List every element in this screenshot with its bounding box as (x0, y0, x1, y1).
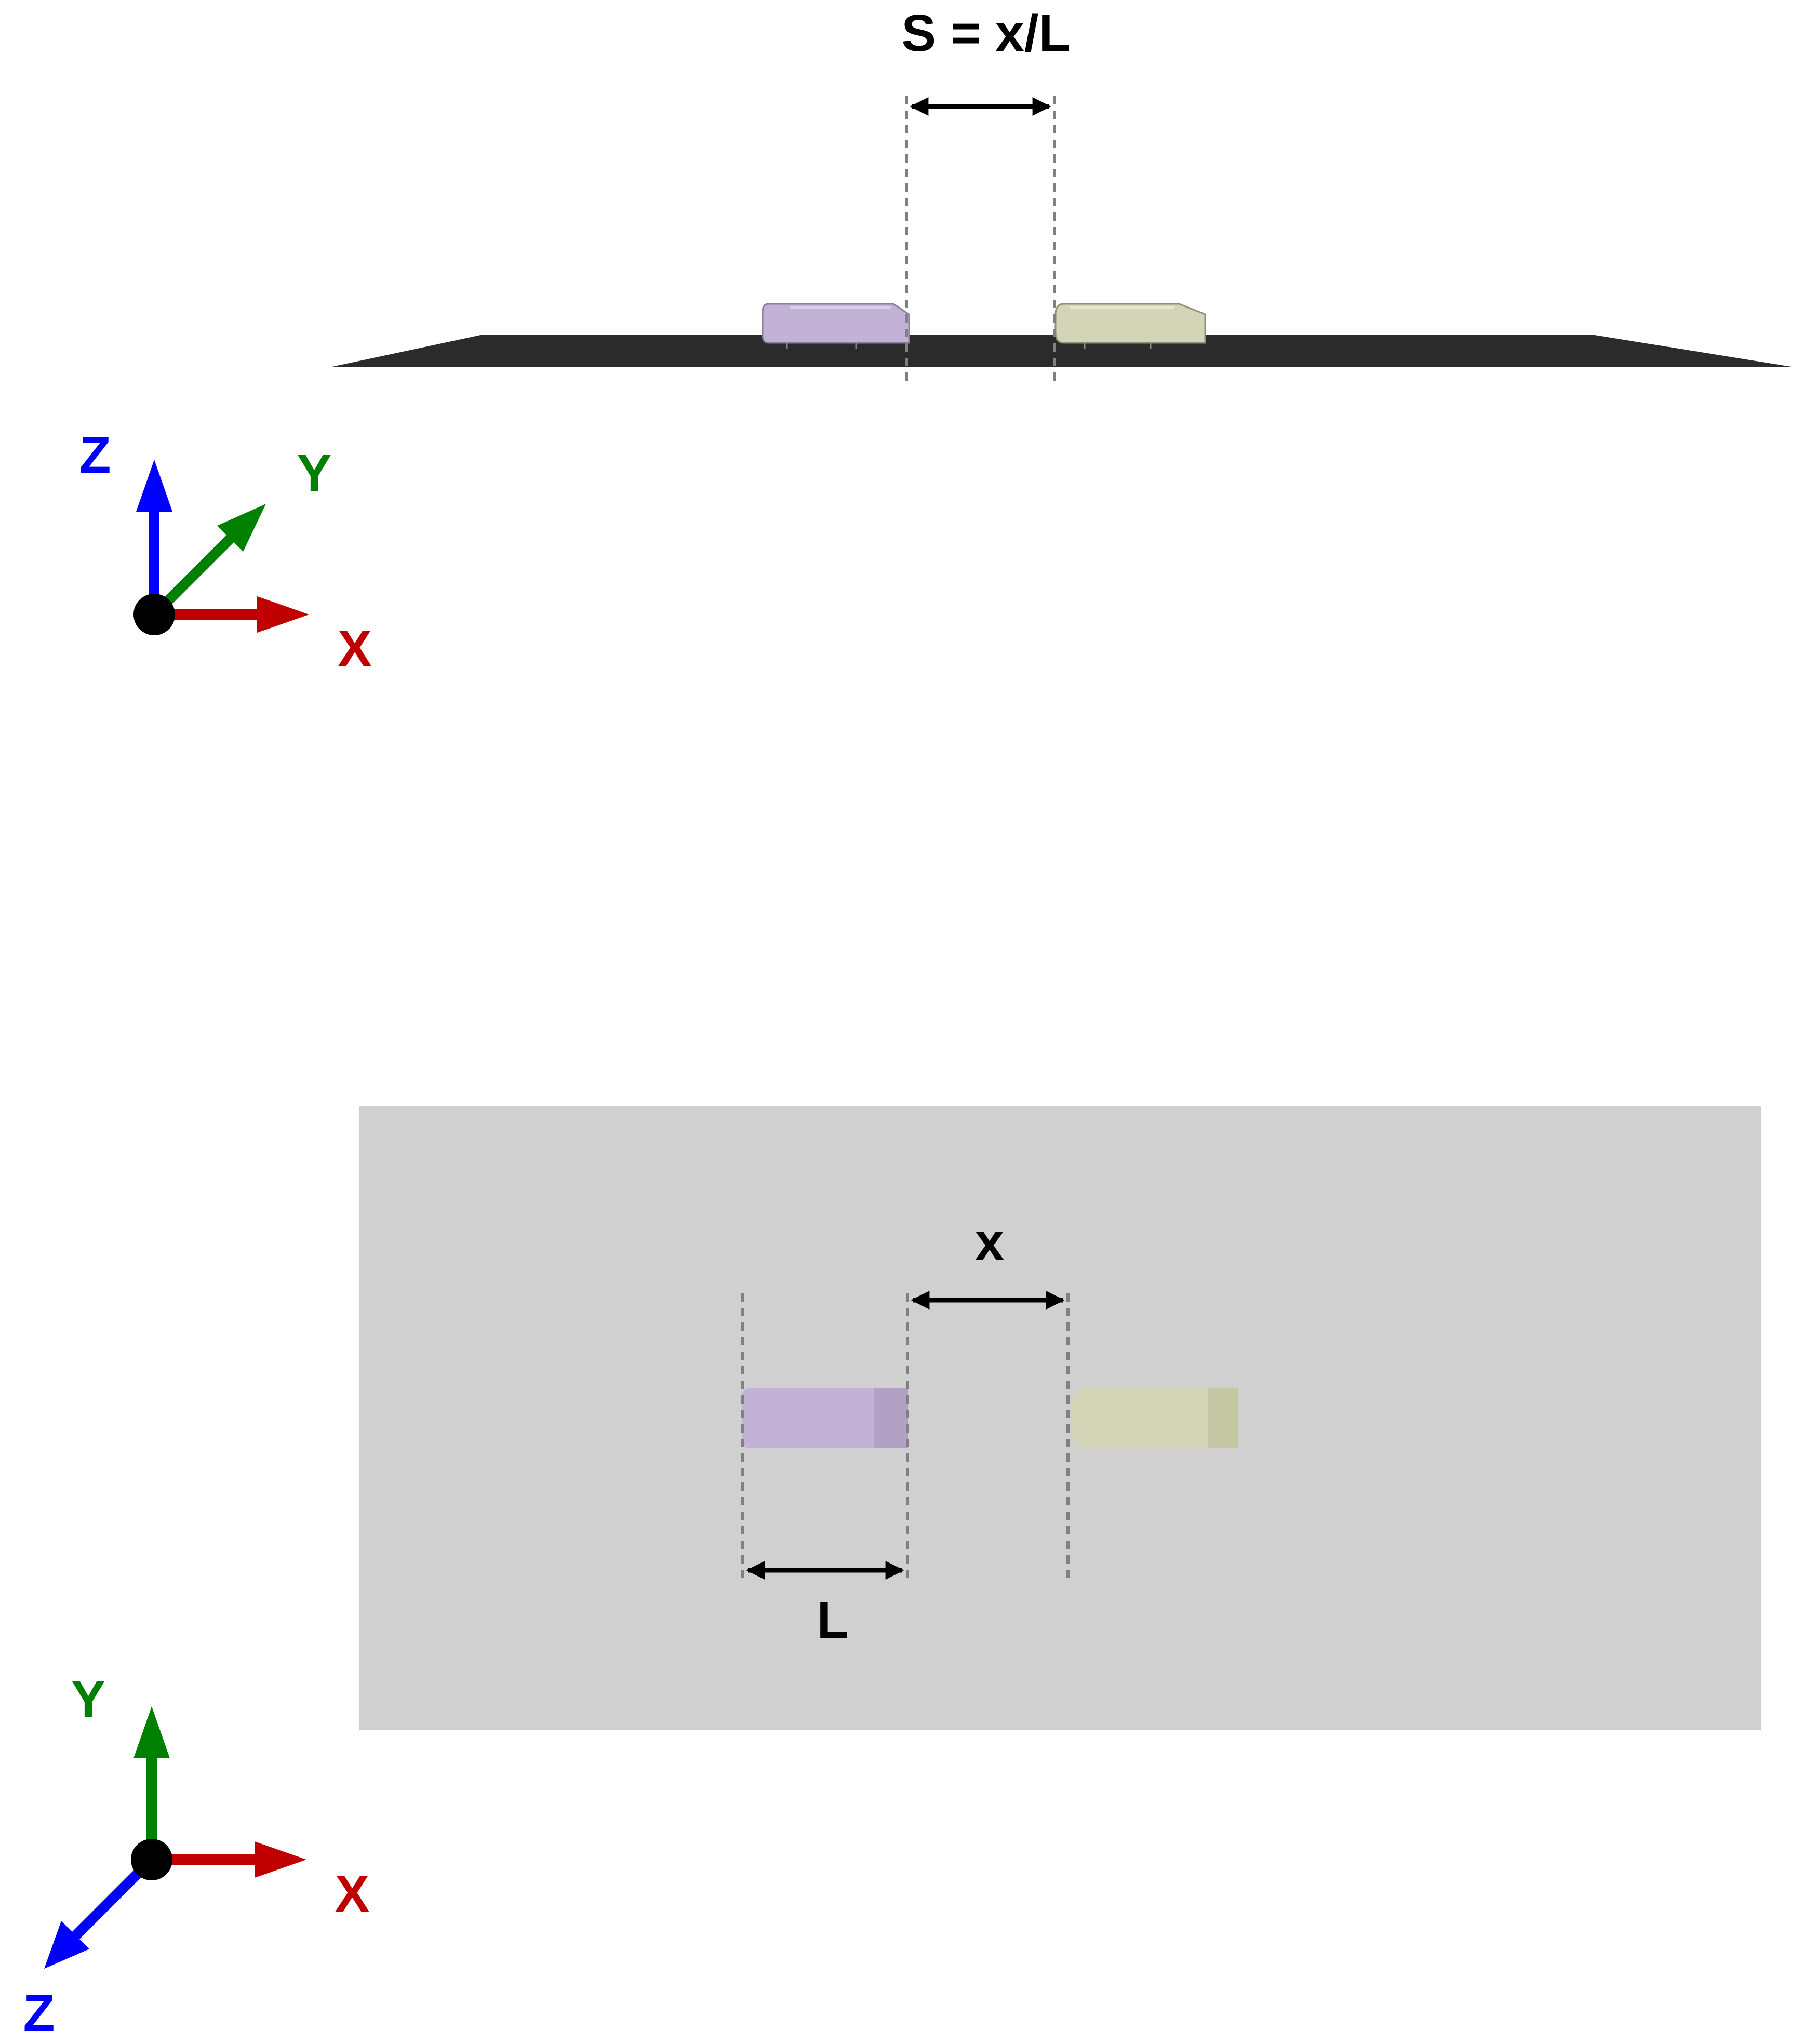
origin-point-top (131, 1839, 172, 1880)
y-axis-label: Y (297, 444, 332, 502)
side-view: S = x/L Z Y X (79, 4, 1795, 678)
trailing-train-top (1072, 1388, 1238, 1448)
y-axis-label-top: Y (71, 1670, 106, 1728)
axis-triad-side: Z Y X (79, 426, 372, 678)
y-axis-arrowhead (217, 504, 266, 552)
gap-label: x (975, 1213, 1004, 1271)
length-label: L (817, 1591, 848, 1649)
x-axis-arrowhead (257, 596, 309, 633)
z-axis-label: Z (79, 426, 111, 484)
trailing-train-side (1054, 303, 1206, 349)
x-axis-label-top: X (335, 1865, 370, 1923)
top-view: x L (359, 1106, 1761, 1730)
ground-plane-top (359, 1106, 1761, 1730)
y-axis-arrowhead-top (133, 1706, 170, 1758)
z-axis-label-top: Z (23, 1984, 55, 2042)
leading-train-top (742, 1388, 908, 1448)
leading-train-side (762, 303, 910, 349)
z-axis-arrowhead (136, 460, 172, 512)
axis-triad-top: Y X Z (23, 1670, 369, 2042)
x-axis-label: X (338, 620, 372, 678)
origin-point (133, 594, 175, 635)
spacing-formula-label: S = x/L (901, 4, 1070, 62)
z-axis-arrowhead-top (44, 1921, 89, 1969)
ground-slab-side (330, 335, 1795, 367)
x-axis-arrowhead-top (255, 1841, 306, 1878)
